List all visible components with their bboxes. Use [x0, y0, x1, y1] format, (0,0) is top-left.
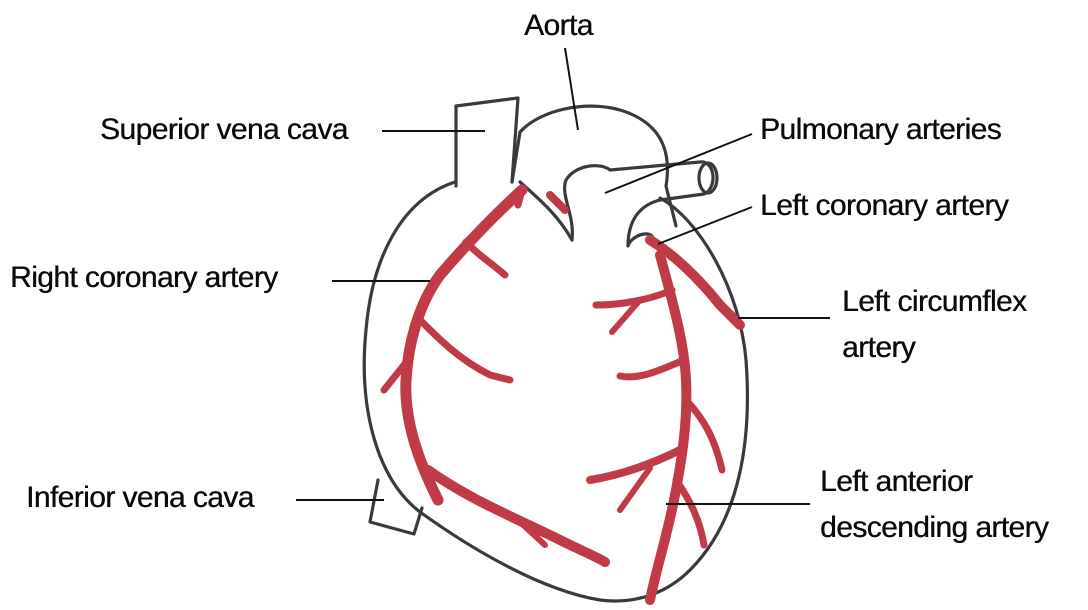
lad-path — [650, 255, 686, 600]
right-coronary-artery-path — [406, 190, 522, 500]
coronary-arteries — [384, 190, 740, 600]
heart-right-outline — [420, 198, 747, 601]
right-coronary-artery-tip — [518, 190, 522, 205]
rca-lower-branch — [428, 470, 605, 562]
aorta-label: Aorta — [524, 6, 593, 46]
right-coronary-artery-label: Right coronary artery — [10, 258, 278, 298]
lad-branch-4 — [590, 450, 680, 480]
superior-vena-cava-label: Superior vena cava — [100, 110, 348, 150]
pulmonary-arteries-leader — [605, 134, 752, 193]
inferior-vena-cava-label: Inferior vena cava — [26, 478, 254, 518]
rca-branch-1 — [466, 242, 505, 275]
left-circumflex-label-line2: artery — [842, 328, 915, 368]
pulmonary-trunk-shape — [565, 162, 713, 246]
left-circumflex-label-line1: Left circumflex — [842, 282, 1026, 322]
aorta-leader — [565, 48, 578, 130]
lad-branch-3 — [686, 400, 722, 470]
lad-label-line2: descending artery — [820, 508, 1048, 548]
rca-branch-2 — [420, 320, 510, 380]
lad-branch-2 — [620, 360, 684, 377]
pulmonary-arteries-label: Pulmonary arteries — [760, 110, 1001, 150]
left-coronary-artery-label: Left coronary artery — [760, 186, 1008, 226]
lad-branch-5 — [676, 480, 704, 545]
superior-vena-cava-shape — [456, 98, 518, 186]
lad-label-line1: Left anterior — [820, 462, 972, 502]
left-coronary-origin — [550, 195, 565, 210]
